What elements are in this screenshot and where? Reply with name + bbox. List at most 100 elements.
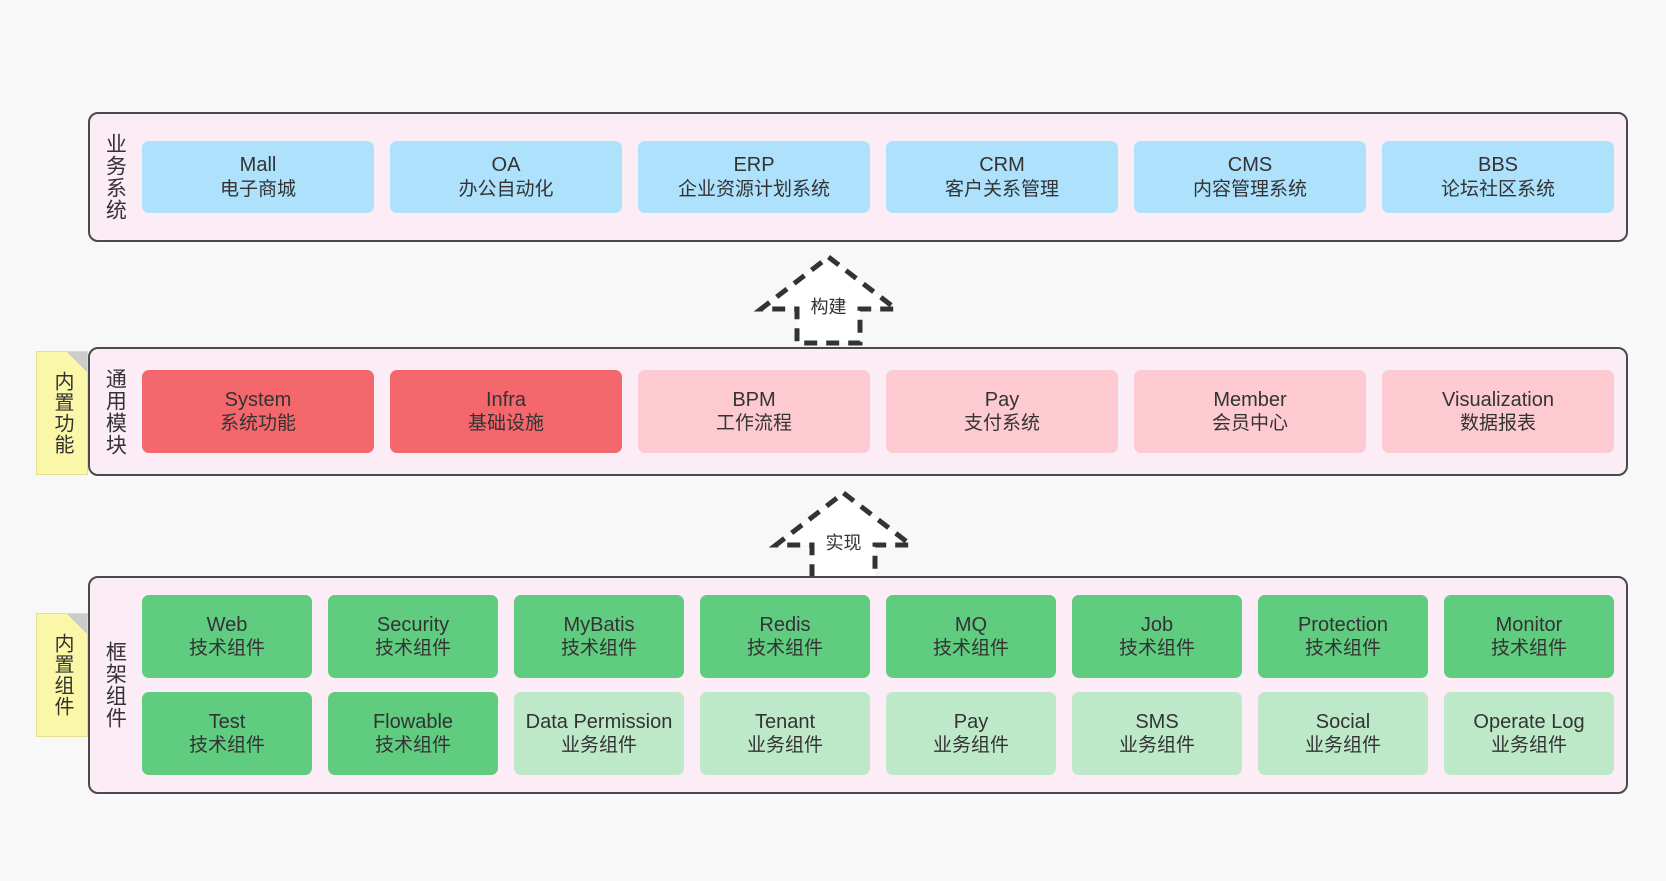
note-builtin-components: 内置组件 <box>36 613 88 737</box>
arrow-implement-label: 实现 <box>825 533 862 553</box>
node-erp[interactable]: ERP 企业资源计划系统 <box>638 141 870 213</box>
node-infra-en: Infra <box>485 388 527 411</box>
node-social-cn: 业务组件 <box>1304 735 1381 757</box>
node-redis-en: Redis <box>759 613 811 636</box>
note-fold-icon <box>67 614 87 634</box>
node-test[interactable]: Test 技术组件 <box>142 692 312 775</box>
node-mq-en: MQ <box>954 613 988 636</box>
node-cms-cn: 内容管理系统 <box>1192 178 1307 200</box>
node-member-cn: 会员中心 <box>1211 413 1288 435</box>
layer-framework-components: 框架组件 Web 技术组件 Security 技术组件 MyBatis 技术组件… <box>88 576 1628 794</box>
node-security-cn: 技术组件 <box>374 638 451 660</box>
node-visualization-en: Visualization <box>1442 388 1554 411</box>
node-security[interactable]: Security 技术组件 <box>328 595 498 678</box>
layer-business-systems: 业务系统 Mall 电子商城 OA 办公自动化 ERP 企业资源计划系统 CRM… <box>88 112 1628 242</box>
node-cms-en: CMS <box>1227 154 1273 177</box>
node-bbs-cn: 论坛社区系统 <box>1440 178 1555 200</box>
node-pay-component-cn: 业务组件 <box>932 735 1009 757</box>
node-cms[interactable]: CMS 内容管理系统 <box>1134 141 1366 213</box>
node-crm[interactable]: CRM 客户关系管理 <box>886 141 1118 213</box>
node-protection-en: Protection <box>1297 613 1389 636</box>
node-redis-cn: 技术组件 <box>746 638 823 660</box>
node-social-en: Social <box>1315 710 1371 733</box>
node-test-cn: 技术组件 <box>188 735 265 757</box>
node-mq[interactable]: MQ 技术组件 <box>886 595 1056 678</box>
node-system-en: System <box>224 388 292 411</box>
node-operate-log-en: Operate Log <box>1473 710 1585 733</box>
node-crm-cn: 客户关系管理 <box>944 178 1059 200</box>
node-pay-module-en: Pay <box>984 388 1020 411</box>
node-job-cn: 技术组件 <box>1118 638 1195 660</box>
layer-common-row: System 系统功能 Infra 基础设施 BPM 工作流程 Pay 支付系统… <box>142 370 1614 453</box>
layer-common-body: System 系统功能 Infra 基础设施 BPM 工作流程 Pay 支付系统… <box>138 349 1626 474</box>
node-sms[interactable]: SMS 业务组件 <box>1072 692 1242 775</box>
note-builtin-features-label: 内置功能 <box>51 371 73 455</box>
node-mall-cn: 电子商城 <box>219 178 296 200</box>
node-infra-cn: 基础设施 <box>467 413 544 435</box>
node-security-en: Security <box>376 613 450 636</box>
node-sms-en: SMS <box>1135 710 1179 733</box>
arrow-implement: 实现 <box>768 489 919 582</box>
node-tenant-cn: 业务组件 <box>746 735 823 757</box>
node-system[interactable]: System 系统功能 <box>142 370 374 453</box>
node-erp-en: ERP <box>733 154 775 177</box>
layer-business-body: Mall 电子商城 OA 办公自动化 ERP 企业资源计划系统 CRM 客户关系… <box>138 114 1626 240</box>
node-social[interactable]: Social 业务组件 <box>1258 692 1428 775</box>
node-operate-log-cn: 业务组件 <box>1490 735 1567 757</box>
note-builtin-features: 内置功能 <box>36 351 88 475</box>
node-visualization[interactable]: Visualization 数据报表 <box>1382 370 1614 453</box>
layer-business-title: 业务系统 <box>103 133 127 221</box>
node-protection-cn: 技术组件 <box>1304 638 1381 660</box>
node-erp-cn: 企业资源计划系统 <box>677 178 830 200</box>
node-data-permission-en: Data Permission <box>525 710 673 733</box>
arrow-build-label: 构建 <box>810 297 847 317</box>
node-infra[interactable]: Infra 基础设施 <box>390 370 622 453</box>
layer-framework-title: 框架组件 <box>103 641 127 729</box>
node-bbs[interactable]: BBS 论坛社区系统 <box>1382 141 1614 213</box>
node-member-en: Member <box>1213 388 1287 411</box>
node-tenant-en: Tenant <box>754 710 816 733</box>
node-web-cn: 技术组件 <box>188 638 265 660</box>
node-bpm-cn: 工作流程 <box>715 413 792 435</box>
layer-business-row: Mall 电子商城 OA 办公自动化 ERP 企业资源计划系统 CRM 客户关系… <box>142 141 1614 213</box>
note-fold-icon <box>67 352 87 372</box>
node-flowable-en: Flowable <box>372 710 454 733</box>
layer-common-modules: 通用模块 System 系统功能 Infra 基础设施 BPM 工作流程 Pay… <box>88 347 1628 476</box>
node-job-en: Job <box>1140 613 1174 636</box>
layer-common-title: 通用模块 <box>103 367 127 456</box>
node-bpm[interactable]: BPM 工作流程 <box>638 370 870 453</box>
node-redis[interactable]: Redis 技术组件 <box>700 595 870 678</box>
node-monitor-cn: 技术组件 <box>1490 638 1567 660</box>
node-monitor[interactable]: Monitor 技术组件 <box>1444 595 1614 678</box>
node-pay-module-cn: 支付系统 <box>963 413 1040 435</box>
note-builtin-components-label: 内置组件 <box>51 633 73 717</box>
node-oa-en: OA <box>491 154 521 177</box>
node-member[interactable]: Member 会员中心 <box>1134 370 1366 453</box>
node-tenant[interactable]: Tenant 业务组件 <box>700 692 870 775</box>
node-mall[interactable]: Mall 电子商城 <box>142 141 374 213</box>
node-bpm-en: BPM <box>732 388 776 411</box>
layer-framework-row-tech: Web 技术组件 Security 技术组件 MyBatis 技术组件 Redi… <box>142 595 1614 678</box>
node-bbs-en: BBS <box>1477 154 1519 177</box>
node-system-cn: 系统功能 <box>219 413 296 435</box>
node-job[interactable]: Job 技术组件 <box>1072 595 1242 678</box>
node-pay-module[interactable]: Pay 支付系统 <box>886 370 1118 453</box>
node-sms-cn: 业务组件 <box>1118 735 1195 757</box>
node-monitor-en: Monitor <box>1495 613 1563 636</box>
node-web[interactable]: Web 技术组件 <box>142 595 312 678</box>
node-mybatis-en: MyBatis <box>563 613 635 636</box>
node-pay-component-en: Pay <box>953 710 989 733</box>
node-data-permission[interactable]: Data Permission 业务组件 <box>514 692 684 775</box>
node-data-permission-cn: 业务组件 <box>560 735 637 757</box>
node-operate-log[interactable]: Operate Log 业务组件 <box>1444 692 1614 775</box>
arrow-build: 构建 <box>753 253 904 346</box>
node-mybatis-cn: 技术组件 <box>560 638 637 660</box>
node-mybatis[interactable]: MyBatis 技术组件 <box>514 595 684 678</box>
node-crm-en: CRM <box>979 154 1025 177</box>
node-oa-cn: 办公自动化 <box>458 178 554 200</box>
node-protection[interactable]: Protection 技术组件 <box>1258 595 1428 678</box>
node-web-en: Web <box>206 613 248 636</box>
node-pay-component[interactable]: Pay 业务组件 <box>886 692 1056 775</box>
node-flowable[interactable]: Flowable 技术组件 <box>328 692 498 775</box>
node-oa[interactable]: OA 办公自动化 <box>390 141 622 213</box>
